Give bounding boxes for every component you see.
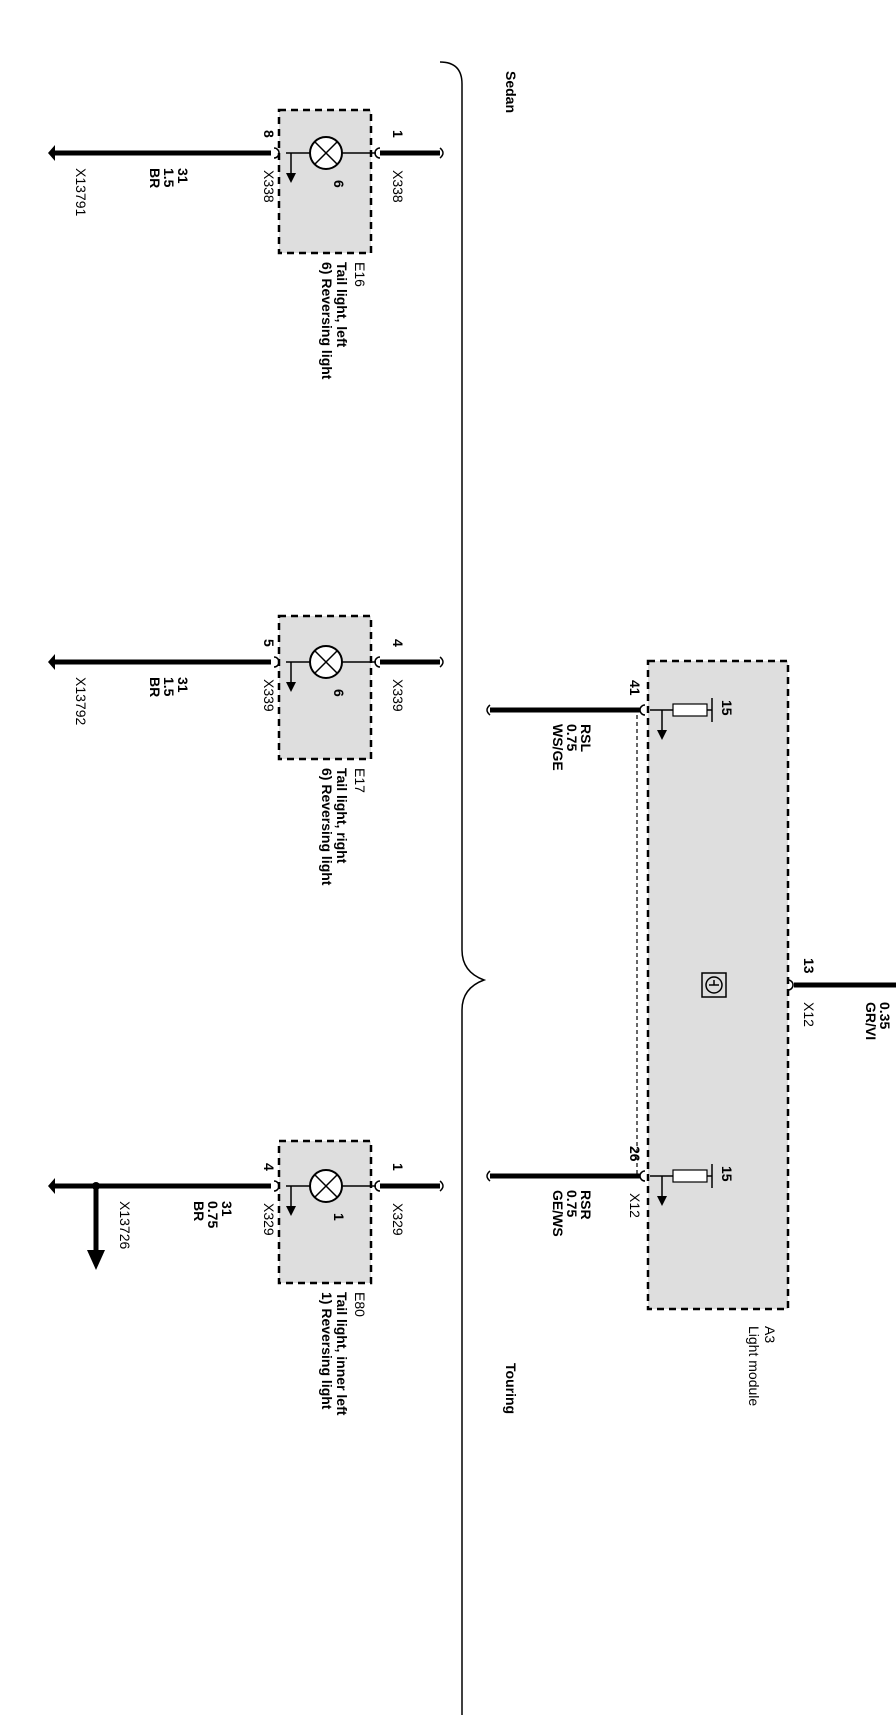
module-rsr-pin: 26 xyxy=(627,1146,643,1162)
lamp-e80[interactable]: 1 1 X329 4 X329 31 0.75 BR X13726 E80 Ta… xyxy=(48,1139,444,1416)
e17-number: 6 xyxy=(331,689,347,697)
e16-ground-icon xyxy=(48,145,55,161)
e17-connector-out: X339 xyxy=(261,679,277,712)
e80-connector-out: X329 xyxy=(261,1203,277,1236)
module-top-connector: X12 xyxy=(801,1002,817,1027)
wire-rsl-signal: RSL xyxy=(578,724,594,752)
e17-id: E17 xyxy=(352,768,368,793)
e16-box xyxy=(277,108,373,255)
e16-ground-signal: 31 xyxy=(175,168,191,184)
label-touring: Touring xyxy=(503,1363,519,1414)
e16-connector-out: X338 xyxy=(261,170,277,203)
e17-ground-icon xyxy=(48,654,55,670)
e80-note: 1) Reversing light xyxy=(319,1292,335,1410)
e17-ground-signal: 31 xyxy=(175,677,191,693)
fuse-rsr-icon xyxy=(672,1169,708,1183)
module-rsl-pin: 41 xyxy=(627,680,643,696)
arrow-rsr-icon xyxy=(657,1196,667,1206)
module-name: Light module xyxy=(746,1326,762,1406)
e16-note: 6) Reversing light xyxy=(319,262,335,380)
e80-id: E80 xyxy=(352,1292,368,1317)
wire-rsl-color: WS/GE xyxy=(550,724,566,771)
lamp-e16[interactable]: 6 1 X338 8 X338 31 1.5 BR X13791 E16 Tai… xyxy=(48,108,444,380)
e80-pin-in: 1 xyxy=(390,1163,406,1171)
e17-connector-in: X339 xyxy=(390,679,406,712)
wire-rsl-size: 0.75 xyxy=(564,724,580,751)
e17-ground-color: BR xyxy=(147,677,163,697)
module-top-pin: 13 xyxy=(801,958,817,974)
e17-name: Tail light, right xyxy=(334,768,350,864)
module-id: A3 xyxy=(762,1326,778,1343)
brace-sedan xyxy=(439,61,487,1715)
module-rsr-connector: X12 xyxy=(627,1193,643,1218)
e17-pin-out: 5 xyxy=(261,639,277,647)
fuse-rsl-icon xyxy=(672,703,708,717)
e16-number: 6 xyxy=(331,180,347,188)
e80-connector-in: X329 xyxy=(390,1203,406,1236)
module-top-color: GR/VI xyxy=(863,1002,879,1040)
e80-ground-id: X13726 xyxy=(117,1201,133,1249)
wire-rsl-end-icon xyxy=(486,704,491,716)
e17-box xyxy=(277,614,373,761)
e16-pin-in: 1 xyxy=(390,130,406,138)
e16-ground-color: BR xyxy=(147,168,163,188)
e80-name: Tail light, inner left xyxy=(334,1292,350,1416)
module-pin-41[interactable]: 15 41 xyxy=(627,680,735,740)
e17-ground-id: X13792 xyxy=(73,677,89,725)
e80-number: 1 xyxy=(331,1213,347,1221)
pin-26-connector-icon xyxy=(639,1170,646,1182)
e16-pin-out: 8 xyxy=(261,130,277,138)
e16-id: E16 xyxy=(352,262,368,287)
e80-arrow-icon xyxy=(286,1206,296,1216)
wire-rsr-end-icon xyxy=(486,1170,491,1182)
lamp-e17[interactable]: 6 4 X339 5 X339 31 1.5 BR X13792 E17 Tai… xyxy=(48,614,444,886)
fuse-rsr-label: 15 xyxy=(719,1166,735,1182)
e17-pin-in: 4 xyxy=(390,639,406,647)
e80-ground-icon xyxy=(48,1178,55,1194)
e16-connector-in: X338 xyxy=(390,170,406,203)
light-module-a3[interactable]: 13 X12 0.35 GR/VI 15 41 RSL 0.75 WS/GE xyxy=(486,659,896,1406)
module-ground-icon xyxy=(701,972,727,998)
e80-ground-color: BR xyxy=(191,1201,207,1221)
e80-ground-signal: 31 xyxy=(219,1201,235,1217)
pin-41-connector-icon xyxy=(639,704,646,716)
pin-13-connector-icon xyxy=(787,979,794,991)
e17-note: 6) Reversing light xyxy=(319,768,335,886)
e17-arrow-icon xyxy=(286,682,296,692)
e80-box xyxy=(277,1139,373,1285)
e80-ground-size: 0.75 xyxy=(205,1201,221,1228)
wire-rsr-signal: RSR xyxy=(578,1190,594,1220)
wire-rsr-size: 0.75 xyxy=(564,1190,580,1217)
arrow-rsl-icon xyxy=(657,730,667,740)
e17-ground-size: 1.5 xyxy=(161,677,177,697)
fuse-rsl-label: 15 xyxy=(719,700,735,716)
e16-ground-size: 1.5 xyxy=(161,168,177,188)
module-top-size: 0.35 xyxy=(877,1002,893,1029)
module-pin-26[interactable]: 15 26 X12 xyxy=(627,1146,735,1218)
e80-branch-arrow-icon xyxy=(87,1250,105,1270)
e16-arrow-icon xyxy=(286,173,296,183)
e16-ground-id: X13791 xyxy=(73,168,89,216)
e16-name: Tail light, left xyxy=(334,262,350,348)
label-sedan: Sedan xyxy=(503,71,519,113)
e80-pin-out: 4 xyxy=(261,1163,277,1171)
wire-rsr-color: GE/WS xyxy=(550,1190,566,1237)
